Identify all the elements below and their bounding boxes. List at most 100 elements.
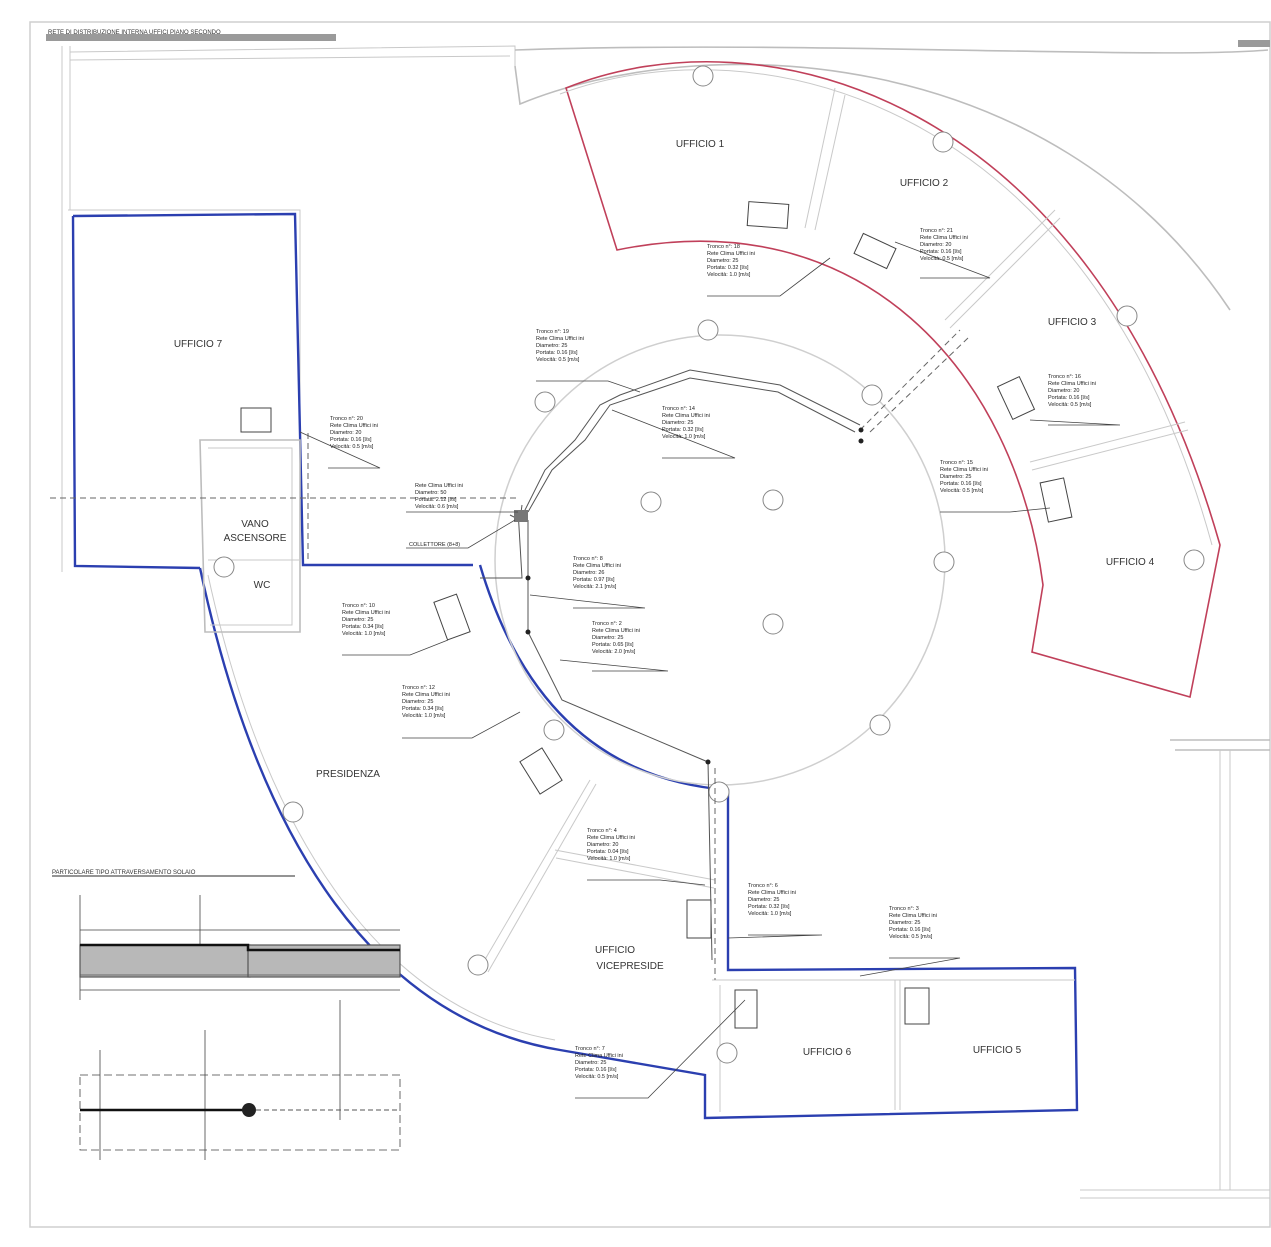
room-label-ufficio-5: UFFICIO 5	[973, 1045, 1022, 1056]
pipe-note-line: Diametro: 25	[592, 635, 624, 641]
fan-coil-unit	[1039, 477, 1073, 523]
pipe-note-line: Velocità: 0.5 [m/s]	[536, 357, 580, 363]
column-marker	[692, 65, 714, 87]
crossing-point-icon	[242, 1103, 256, 1117]
column-marker	[543, 719, 565, 741]
room-label-ascensore: ASCENSORE	[224, 533, 287, 544]
pipe-note-line: Portata: 0.32 [l/s]	[707, 265, 749, 271]
fan-coil-unit	[519, 747, 563, 795]
fan-coil-unit	[904, 987, 930, 1025]
pipe-note-line: Rete Clima Uffici ini	[330, 423, 378, 429]
pipe-note-line: Rete Clima Uffici ini	[342, 610, 390, 616]
pipe-note-line: Rete Clima Uffici ini	[402, 692, 450, 698]
column-marker	[467, 954, 489, 976]
fan-coil-unit	[853, 232, 897, 270]
pipe-note-line: Diametro: 20	[920, 242, 952, 248]
pipe-note-line: Portata: 0.34 [l/s]	[342, 624, 384, 630]
pipe-note-line: Portata: 0.65 [l/s]	[592, 642, 634, 648]
fan-coil-unit	[746, 201, 790, 229]
columns	[213, 65, 1205, 1064]
room-label-ufficio-1: UFFICIO 1	[676, 139, 725, 150]
column-marker	[1116, 305, 1138, 327]
pipe-note-line: Tronco n°: 10	[342, 603, 375, 609]
pipe-note-line: Tronco n°: 18	[707, 244, 740, 250]
red-office-wing	[559, 60, 1221, 699]
pipe-note-line: Portata: 0.16 [l/s]	[940, 481, 982, 487]
pipe-note-line: Diametro: 25	[748, 897, 780, 903]
pipe-note-line: Portata: 0.16 [l/s]	[330, 437, 372, 443]
pipe-note-line: Rete Clima Uffici ini	[889, 913, 937, 919]
pipe-note-line: Rete Clima Uffici ini	[592, 628, 640, 634]
pipe-note-line: Rete Clima Uffici ini	[536, 336, 584, 342]
pipe-note-line: Diametro: 25	[889, 920, 921, 926]
column-marker	[708, 781, 730, 803]
pipe-note-line: Tronco n°: 6	[748, 883, 778, 889]
pipe-note-line: Rete Clima Uffici ini	[662, 413, 710, 419]
pipe-note-line: Diametro: 26	[573, 570, 605, 576]
pipe-note-line: Tronco n°: 20	[330, 416, 363, 422]
pipe-note-line: Tronco n°: 2	[592, 621, 622, 627]
pipe-note-line: Tronco n°: 8	[573, 556, 603, 562]
pipe-note-line: Velocità: 1.0 [m/s]	[402, 713, 446, 719]
pipe-note-line: Portata: 0.16 [l/s]	[920, 249, 962, 255]
pipe-note-line: Diametro: 25	[707, 258, 739, 264]
column-marker	[762, 489, 784, 511]
fan-coil-unit	[433, 593, 471, 641]
column-marker	[697, 319, 719, 341]
pipe-note-line: Portata: 0.34 [l/s]	[402, 706, 444, 712]
pipe-note-line: Portata: 0.16 [l/s]	[536, 350, 578, 356]
column-marker	[762, 613, 784, 635]
pipe-note-line: Tronco n°: 4	[587, 828, 617, 834]
pipe-note-line: Tronco n°: 15	[940, 460, 973, 466]
pipe-note-line: Tronco n°: 14	[662, 406, 695, 412]
detail-title: PARTICOLARE TIPO ATTRAVERSAMENTO SOLAIO	[52, 870, 196, 876]
pipe-note-line: Diametro: 25	[536, 343, 568, 349]
column-marker	[932, 131, 954, 153]
pipe-note-line: Diametro: 25	[940, 474, 972, 480]
fan-coil-units	[240, 201, 1073, 1029]
pipe-note-line: Portata: 0.32 [l/s]	[748, 904, 790, 910]
room-label-ufficio-2: UFFICIO 2	[900, 178, 949, 189]
pipe-note-line: Velocità: 1.0 [m/s]	[662, 434, 706, 440]
pipe-note-line: Rete Clima Uffici ini	[920, 235, 968, 241]
sheet-border	[29, 21, 1271, 1228]
pipe-note-line: Portata: 0.97 [l/s]	[573, 577, 615, 583]
pipe-note-line: Velocità: 0.5 [m/s]	[1048, 402, 1092, 408]
pipe-note-line: Diametro: 25	[402, 699, 434, 705]
column-marker	[213, 556, 235, 578]
room-label-vicepreside: VICEPRESIDE	[596, 961, 664, 972]
pipe-note-line: Tronco n°: 16	[1048, 374, 1081, 380]
pipe-note-line: Portata: 0.32 [l/s]	[662, 427, 704, 433]
pipe-note-line: Tronco n°: 7	[575, 1046, 605, 1052]
pipe-note-line: Velocità: 1.0 [m/s]	[342, 631, 386, 637]
pipe-note-line: Rete Clima Uffici ini	[1048, 381, 1096, 387]
pipe-note-line: Velocità: 0.5 [m/s]	[920, 256, 964, 262]
room-label-ufficio-4: UFFICIO 4	[1106, 557, 1155, 568]
pipe-note-line: Portata: 0.04 [l/s]	[587, 849, 629, 855]
pipe-note-line: Diametro: 25	[662, 420, 694, 426]
fan-coil-unit	[686, 899, 712, 939]
pipe-note-line: Rete Clima Uffici ini	[573, 563, 621, 569]
pipe-note-line: Portata: 2.12 [l/s]	[415, 497, 457, 503]
pipe-note-line: Diametro: 25	[342, 617, 374, 623]
pipe-note-line: Diametro: 25	[575, 1060, 607, 1066]
collector-icon	[514, 510, 528, 522]
pipe-note-line: Velocità: 1.0 [m/s]	[707, 272, 751, 278]
pipe-note-line: Rete Clima Uffici ini	[707, 251, 755, 257]
pipe-note-line: Velocità: 2.1 [m/s]	[573, 584, 617, 590]
fan-coil-unit	[996, 375, 1036, 421]
pipe-note-line: Diametro: 20	[330, 430, 362, 436]
crossing-detail: PARTICOLARE TIPO ATTRAVERSAMENTO SOLAIO	[52, 870, 401, 1160]
